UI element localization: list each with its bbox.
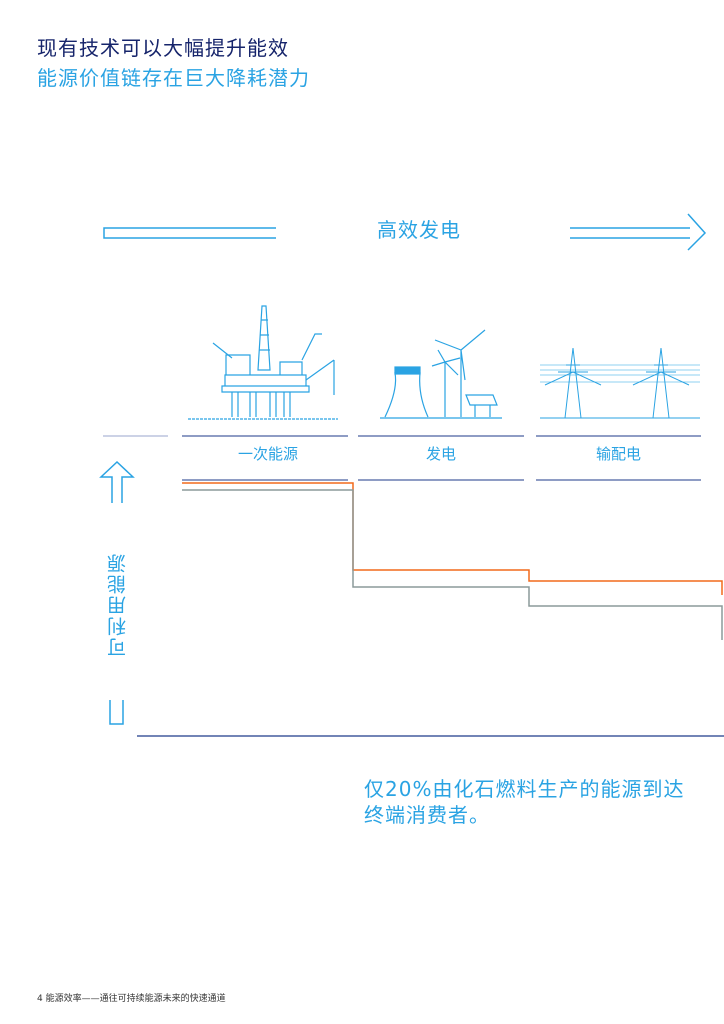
- total-energy-line: [182, 489, 723, 640]
- stage-label-transmission: 输配电: [595, 445, 641, 463]
- up-arrow-icon: [99, 460, 135, 725]
- transmission-tower-icon: [540, 347, 700, 419]
- page-subtitle: 能源价值链存在巨大降耗潜力: [37, 66, 310, 90]
- stage-label-generation: 发电: [425, 445, 456, 463]
- power-plant-wind-solar-icon: [380, 329, 502, 419]
- flow-arrow: [103, 213, 707, 251]
- page-title: 现有技术可以大幅提升能效: [37, 36, 289, 60]
- diagram-note: 仅20%由化石燃料生产的能源到达终端消费者。: [364, 777, 685, 827]
- fossil-energy-line: [182, 482, 723, 595]
- offshore-oil-platform-icon: [188, 305, 338, 420]
- y-axis-label: 可利用能源: [107, 552, 129, 657]
- page-footer: 4 能源效率——通往可持续能源未来的快速通道: [37, 994, 226, 1004]
- stage-label-primary-energy: 一次能源: [237, 445, 298, 463]
- stage-dividers: [103, 435, 701, 481]
- flow-label: 高效发电: [377, 218, 461, 242]
